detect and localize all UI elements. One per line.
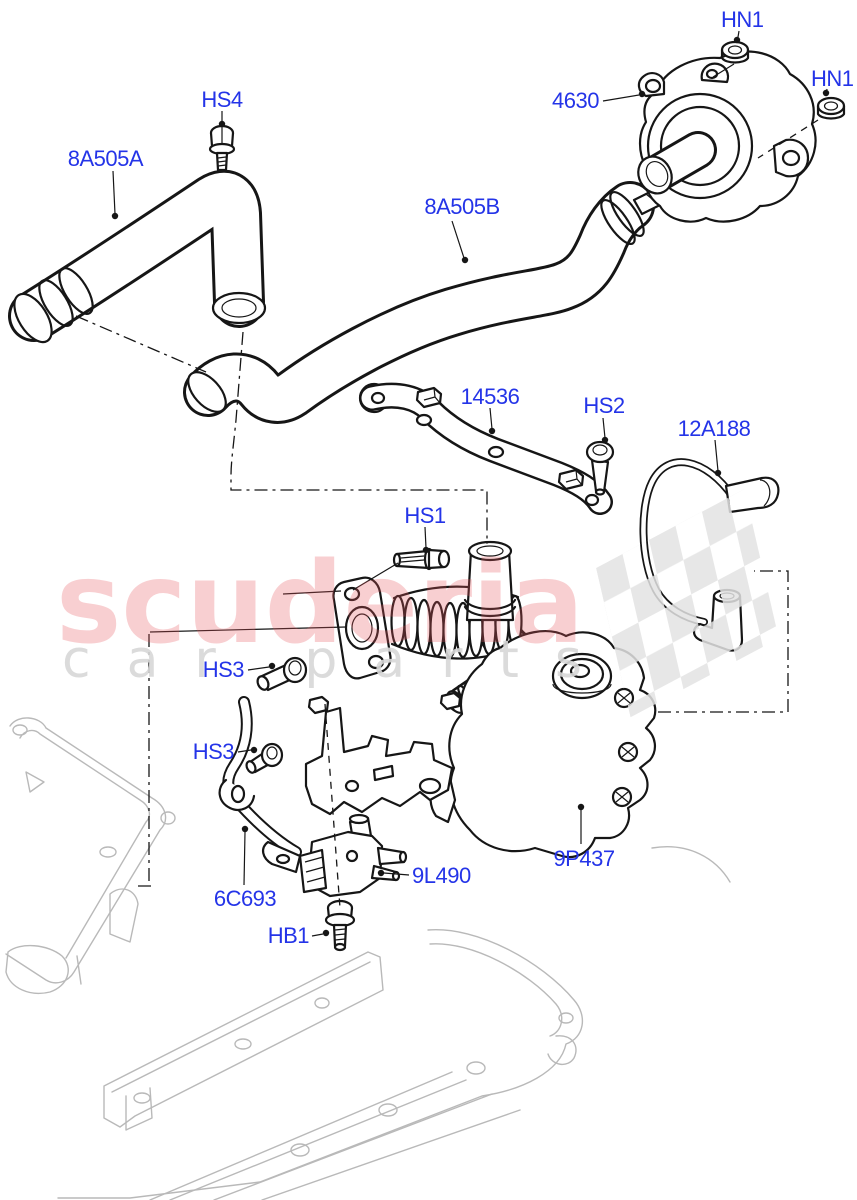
valve-9l490	[298, 813, 408, 898]
bolt-hs1	[392, 547, 451, 571]
part-label-hs4[interactable]: HS4	[201, 87, 243, 112]
bolt-hs3-lower	[245, 742, 284, 774]
bracket-14536	[358, 382, 613, 515]
part-label-9p437[interactable]: 9P437	[553, 846, 615, 871]
part-label-4630[interactable]: 4630	[552, 88, 600, 113]
subtitle-watermark-text: car parts	[62, 630, 582, 690]
part-label-6c693[interactable]: 6C693	[214, 886, 277, 911]
checkered-flag-watermark	[596, 489, 779, 718]
pump-4630	[637, 50, 817, 223]
callout-hb1[interactable]: HB1	[268, 923, 330, 948]
bolt-hs2	[585, 440, 615, 496]
part-label-12a188[interactable]: 12A188	[678, 416, 752, 441]
callout-hn1-top[interactable]: HN1	[721, 7, 764, 44]
callout-8a505b[interactable]: 8A505B	[424, 194, 500, 264]
part-label-14536[interactable]: 14536	[461, 384, 520, 409]
bolt-hs3-upper	[256, 656, 308, 692]
callout-hs3-upper[interactable]: HS3	[203, 657, 276, 682]
callout-4630[interactable]: 4630	[552, 88, 646, 113]
part-label-9l490[interactable]: 9L490	[412, 863, 471, 888]
callout-hs4[interactable]: HS4	[201, 87, 243, 143]
callout-9p437[interactable]: 9P437	[553, 803, 615, 871]
callout-8a505a[interactable]: 8A505A	[68, 146, 145, 220]
brand-watermark: scuderia	[56, 539, 584, 669]
part-label-hs3-upper[interactable]: HS3	[203, 657, 245, 682]
engine-outline-bottom	[5, 846, 731, 1200]
flange-fitting	[332, 576, 392, 680]
part-label-hs3-lower[interactable]: HS3	[193, 739, 235, 764]
part-label-hs1[interactable]: HS1	[404, 503, 446, 528]
callout-12a188[interactable]: 12A188	[678, 416, 752, 477]
inlet-stub	[463, 540, 517, 622]
bracket-6c693	[218, 691, 462, 874]
hose-8a505a	[8, 169, 267, 344]
construction-lines	[75, 63, 819, 909]
callout-hs1[interactable]: HS1	[404, 503, 446, 554]
part-label-8a505b[interactable]: 8A505B	[424, 194, 500, 219]
callout-hn1-right[interactable]: HN1	[811, 66, 854, 97]
callout-14536[interactable]: 14536	[461, 384, 520, 435]
part-label-8a505a[interactable]: 8A505A	[68, 146, 145, 171]
part-label-hs2[interactable]: HS2	[583, 393, 625, 418]
subtitle-watermark: car parts	[62, 630, 582, 690]
callout-hs3-lower[interactable]: HS3	[193, 739, 258, 764]
callout-6c693[interactable]: 6C693	[214, 825, 277, 911]
brand-watermark-text: scuderia	[56, 539, 584, 669]
part-label-hb1[interactable]: HB1	[268, 923, 310, 948]
callout-9l490[interactable]: 9L490	[377, 863, 471, 888]
nut-hn1-right	[816, 96, 846, 120]
callout-hs2[interactable]: HS2	[583, 393, 625, 444]
bolt-hb1	[324, 899, 356, 952]
part-label-hn1-right[interactable]: HN1	[811, 66, 854, 91]
part-label-hn1-top[interactable]: HN1	[721, 7, 764, 32]
